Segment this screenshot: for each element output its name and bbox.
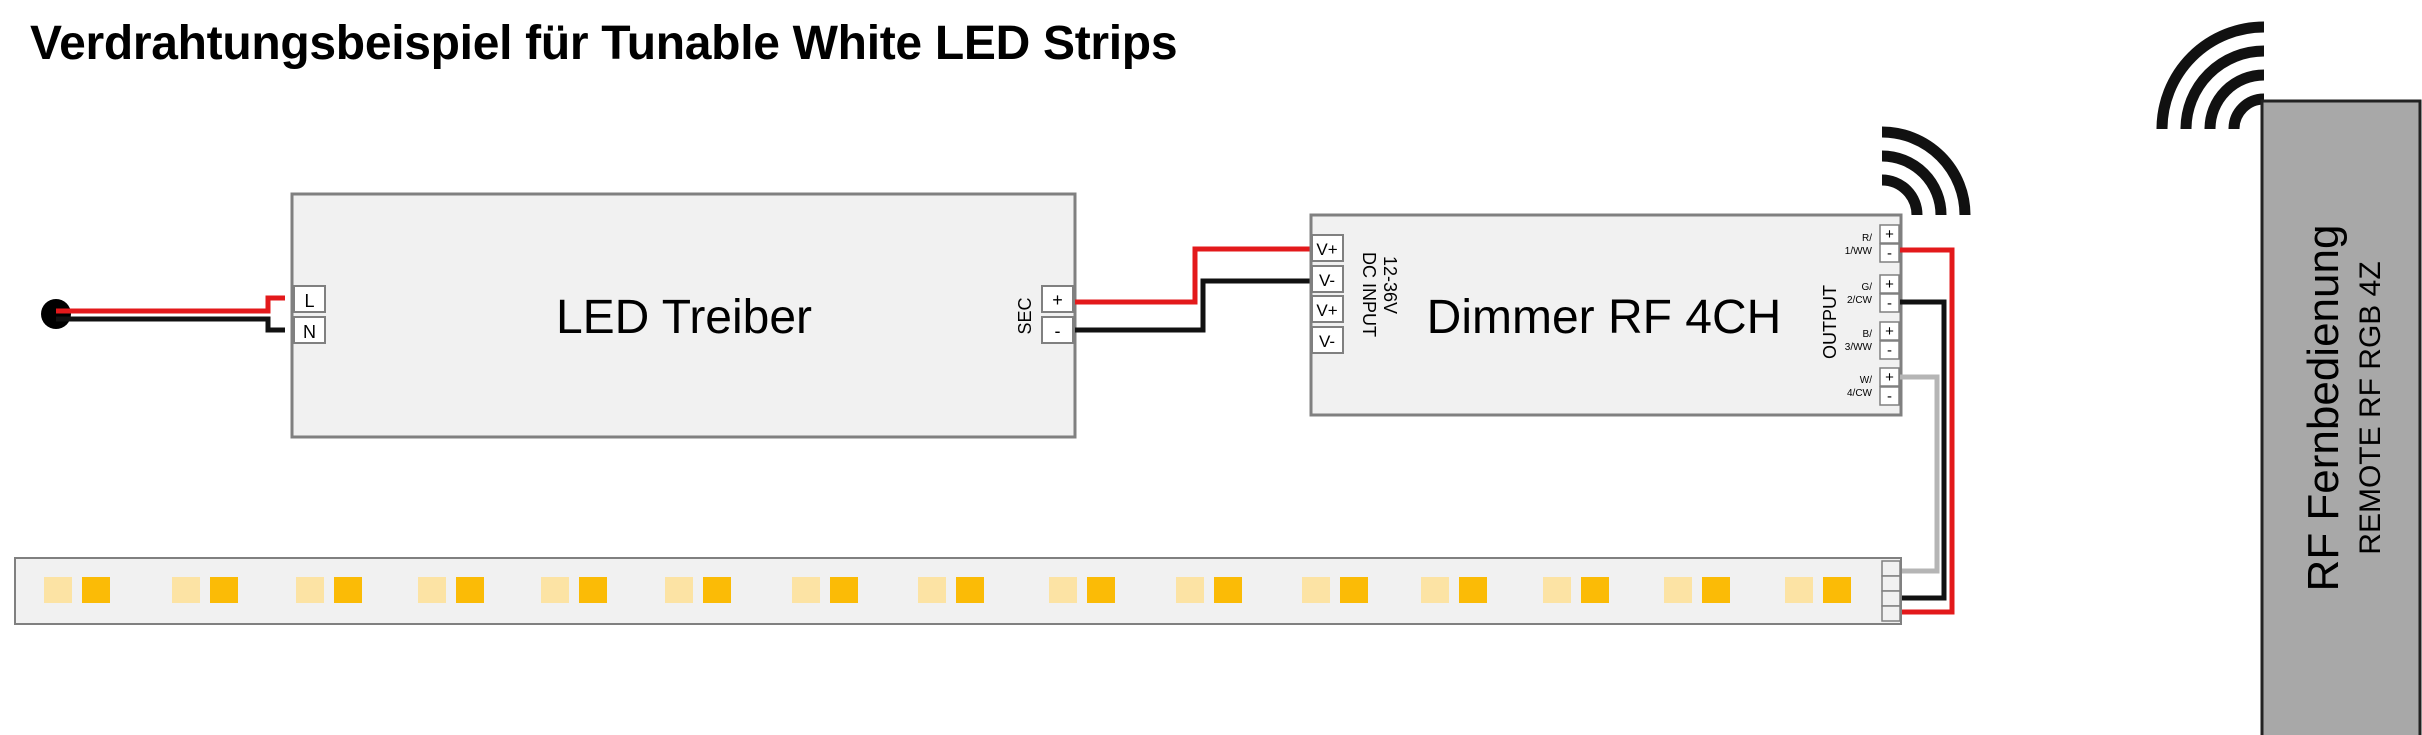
dimmer-input-voltage: 12-36V bbox=[1380, 256, 1400, 314]
led-chip-cold bbox=[334, 577, 362, 603]
led-chip-warm bbox=[296, 577, 324, 603]
channel-2-label-b: 2/CW bbox=[1847, 295, 1873, 306]
driver-terminal-plus: + bbox=[1052, 290, 1063, 310]
led-chip-cold bbox=[456, 577, 484, 603]
led-chip-warm bbox=[1049, 577, 1077, 603]
led-driver: L N LED Treiber SEC + - bbox=[290, 192, 1077, 439]
ch2-plus: + bbox=[1885, 276, 1894, 293]
led-chip-cold bbox=[1459, 577, 1487, 603]
rf-remote: RF Fernbedienung REMOTE RF RGB 4Z bbox=[2156, 21, 2422, 735]
led-chip-warm bbox=[1421, 577, 1449, 603]
led-chip-cold bbox=[579, 577, 607, 603]
led-chip-warm bbox=[172, 577, 200, 603]
ch3-plus: + bbox=[1885, 323, 1894, 340]
ch1-plus: + bbox=[1885, 226, 1894, 243]
signal-waves-icon bbox=[1881, 126, 1971, 216]
wire-common-positive bbox=[1900, 247, 1955, 615]
channel-1-label-a: R/ bbox=[1862, 233, 1872, 244]
wire-warm-white bbox=[1900, 299, 1947, 601]
remote-title: RF Fernbedienung bbox=[2299, 225, 2348, 592]
wire-mains-n bbox=[56, 316, 285, 333]
led-chip-warm bbox=[792, 577, 820, 603]
dimmer-terminal-vplus-1: V+ bbox=[1316, 240, 1337, 259]
diagram-title: Verdrahtungsbeispiel für Tunable White L… bbox=[30, 17, 1178, 70]
wire-dc-negative bbox=[1075, 278, 1310, 333]
channel-4-label-a: W/ bbox=[1860, 375, 1872, 386]
driver-output-label: SEC bbox=[1015, 297, 1035, 334]
dimmer-terminal-vminus-1: V- bbox=[1319, 271, 1335, 290]
ch1-minus: - bbox=[1887, 245, 1892, 262]
led-chip-cold bbox=[703, 577, 731, 603]
dimmer-terminal-vplus-2: V+ bbox=[1316, 301, 1337, 320]
ch3-minus: - bbox=[1887, 342, 1892, 359]
dimmer-output-label: OUTPUT bbox=[1820, 285, 1840, 359]
led-chip-warm bbox=[665, 577, 693, 603]
led-chip-warm bbox=[1664, 577, 1692, 603]
led-chip-cold bbox=[830, 577, 858, 603]
ch4-plus: + bbox=[1885, 369, 1894, 386]
led-chip-cold bbox=[1702, 577, 1730, 603]
dimmer-rf-4ch: V+ V- V+ V- 12-36V DC INPUT Dimmer RF 4C… bbox=[1309, 213, 1903, 417]
ch2-minus: - bbox=[1887, 295, 1892, 312]
dimmer-terminal-vminus-2: V- bbox=[1319, 332, 1335, 351]
led-chip-cold bbox=[1214, 577, 1242, 603]
wire-dc-positive bbox=[1075, 246, 1310, 305]
led-chip-warm bbox=[1302, 577, 1330, 603]
led-chip-cold bbox=[1087, 577, 1115, 603]
led-chip-cold bbox=[210, 577, 238, 603]
led-strip bbox=[14, 557, 1902, 625]
led-strip-connector bbox=[1881, 560, 1901, 622]
led-chip-cold bbox=[1581, 577, 1609, 603]
led-chips bbox=[44, 577, 1851, 603]
led-chip-cold bbox=[82, 577, 110, 603]
channel-1-label-b: 1/WW bbox=[1845, 246, 1873, 257]
led-chip-warm bbox=[1543, 577, 1571, 603]
dimmer-input-label: DC INPUT bbox=[1359, 252, 1379, 337]
led-chip-warm bbox=[1785, 577, 1813, 603]
wire-cold-white bbox=[1900, 374, 1940, 574]
ch4-minus: - bbox=[1887, 388, 1892, 405]
driver-terminal-n: N bbox=[303, 322, 316, 342]
channel-3-label-b: 3/WW bbox=[1845, 342, 1873, 353]
channel-2-label-a: G/ bbox=[1861, 282, 1872, 293]
led-chip-warm bbox=[418, 577, 446, 603]
remote-subtitle: REMOTE RF RGB 4Z bbox=[2354, 261, 2387, 554]
driver-label: LED Treiber bbox=[556, 291, 812, 344]
led-chip-cold bbox=[1823, 577, 1851, 603]
driver-terminal-minus: - bbox=[1055, 321, 1061, 341]
dimmer-label: Dimmer RF 4CH bbox=[1427, 291, 1782, 344]
led-chip-warm bbox=[541, 577, 569, 603]
remote-signal-waves-icon bbox=[2156, 21, 2265, 130]
channel-4-label-b: 4/CW bbox=[1847, 388, 1873, 399]
led-chip-cold bbox=[1340, 577, 1368, 603]
wire-mains-l bbox=[56, 295, 285, 314]
led-chip-warm bbox=[918, 577, 946, 603]
led-chip-cold bbox=[956, 577, 984, 603]
plug-dot-icon bbox=[41, 299, 71, 329]
channel-3-label-a: B/ bbox=[1863, 329, 1873, 340]
driver-terminal-l: L bbox=[304, 291, 314, 311]
led-chip-warm bbox=[44, 577, 72, 603]
led-chip-warm bbox=[1176, 577, 1204, 603]
